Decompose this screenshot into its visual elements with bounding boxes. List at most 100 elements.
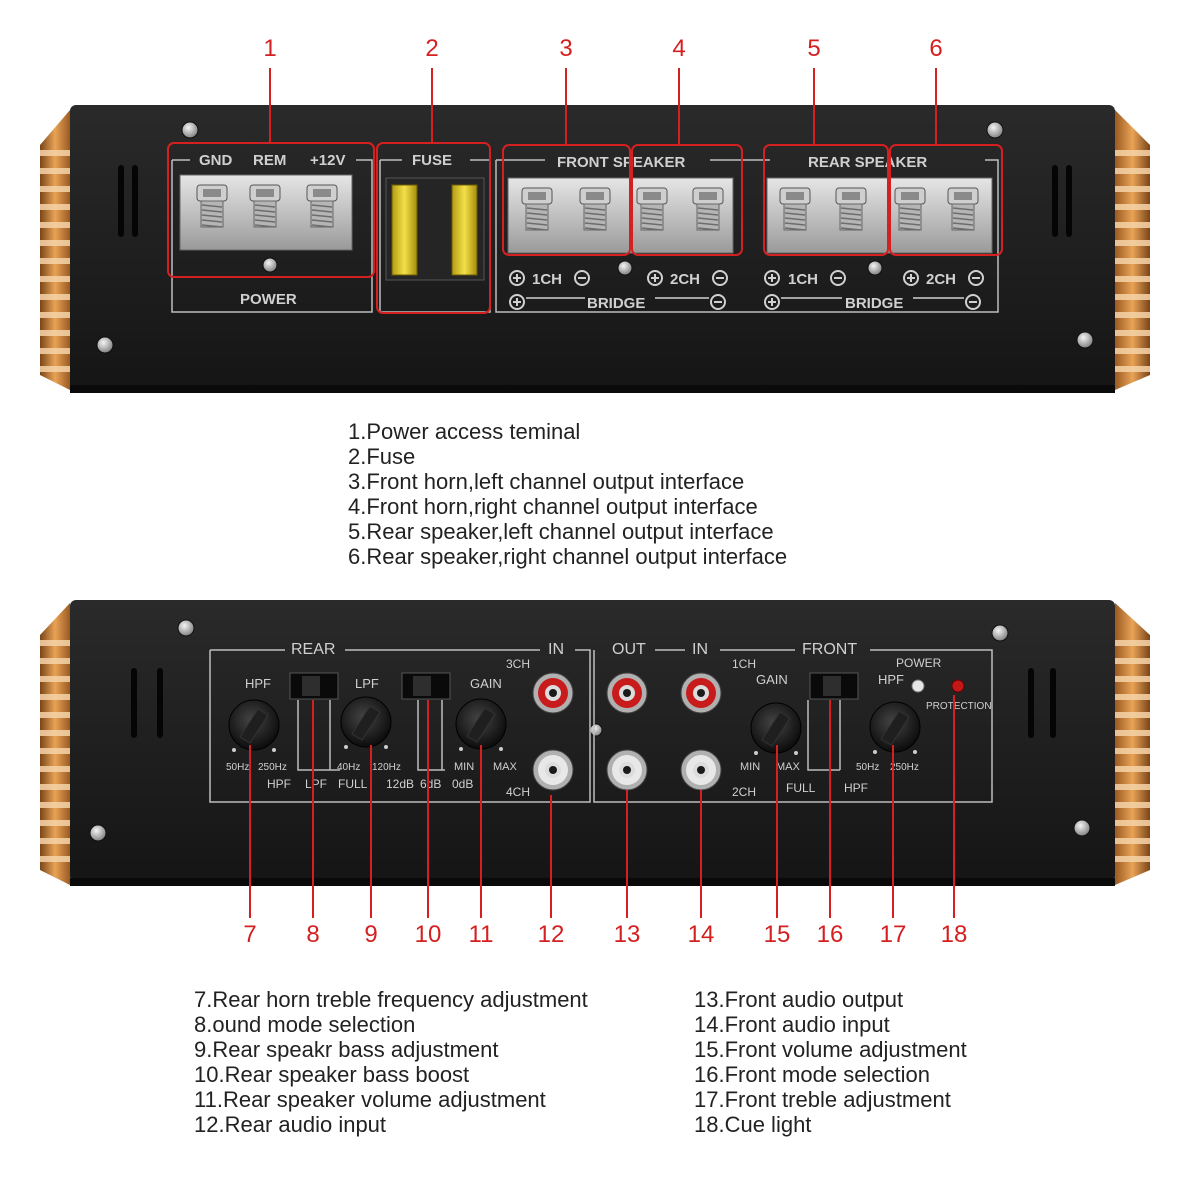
heatsink-right-bottom — [1115, 603, 1150, 885]
top-labels: GND REM +12V POWER FUSE FRONT SPEAKER RE… — [199, 152, 956, 312]
rear-bridge-label: BRIDGE — [845, 295, 903, 312]
legend-item-14: 14.Front audio input — [694, 1012, 890, 1037]
speaker-terminal-screws — [521, 187, 979, 231]
power-label: POWER — [240, 291, 297, 308]
vent-left-bottom — [131, 668, 163, 738]
rear-gain-top-label: GAIN — [470, 676, 502, 691]
legend-bottom-left: 7.Rear horn treble frequency adjustment … — [194, 987, 588, 1137]
callout-13: 13 — [614, 921, 641, 948]
rear-in-4ch-jack[interactable] — [532, 749, 574, 791]
bottom-amplifier: REAR IN OUT IN FRONT 3CH 4CH 1CH 2CH POW… — [40, 600, 1150, 948]
rear-hpf-hi-label: 250Hz — [258, 762, 287, 773]
callout-7: 7 — [243, 921, 256, 948]
fuse-left — [391, 184, 418, 276]
ch4-label: 4CH — [506, 785, 530, 799]
legend-item-11: 11.Rear speaker volume adjustment — [194, 1087, 546, 1112]
legend-item-18: 18.Cue light — [694, 1112, 812, 1137]
heatsink-fins-right — [1115, 150, 1150, 372]
power-led-label: POWER — [896, 656, 942, 670]
front-1ch-label: 1CH — [532, 271, 562, 288]
legend-item-7: 7.Rear horn treble frequency adjustment — [194, 987, 588, 1012]
out-label: OUT — [612, 641, 646, 658]
lpf-lo-label: 40Hz — [337, 762, 360, 773]
callout-numbers-top: 1 2 3 4 5 6 — [263, 35, 942, 62]
lpf-hi-label: 120Hz — [372, 762, 401, 773]
rear-in-label: IN — [548, 641, 564, 658]
front-full-label: FULL — [786, 781, 816, 795]
boost-12db-label: 12dB — [386, 777, 414, 791]
callout-11: 11 — [469, 921, 494, 948]
callout-9: 9 — [364, 921, 377, 948]
front-hpf-top-label: HPF — [878, 672, 904, 687]
legend-item-16: 16.Front mode selection — [694, 1062, 931, 1087]
front-hpf-knob[interactable] — [869, 701, 921, 754]
ch3-label: 3CH — [506, 657, 530, 671]
callout-16: 16 — [817, 921, 844, 948]
callout-14: 14 — [688, 921, 715, 948]
lpf-top-label: LPF — [355, 676, 379, 691]
heatsink-right — [1115, 110, 1150, 390]
bottom-labels: REAR IN OUT IN FRONT 3CH 4CH 1CH 2CH POW… — [226, 641, 992, 799]
silkscreen-frames-top — [171, 159, 999, 313]
rem-label: REM — [253, 152, 286, 169]
rear-gain-min-label: MIN — [454, 761, 474, 773]
front-2ch-label: 2CH — [670, 271, 700, 288]
front-gain-max-label: MAX — [776, 761, 801, 773]
rear-hpf-bottom-label: HPF — [267, 777, 291, 791]
power-terminal-screws — [196, 184, 338, 228]
callout-4: 4 — [672, 35, 685, 62]
front-in-label: IN — [692, 641, 708, 658]
front-out-1ch-jack[interactable] — [606, 672, 648, 714]
callout-5: 5 — [807, 35, 820, 62]
switch-lpf-hpf[interactable] — [289, 672, 339, 700]
bottom-panel-edge — [70, 878, 1115, 886]
callout-lines-top — [269, 68, 937, 145]
boost-0db-label: 0dB — [452, 777, 473, 791]
callout-10: 10 — [415, 921, 442, 948]
legend-item-4: 4.Front horn,right channel output interf… — [348, 494, 758, 519]
callout-1: 1 — [263, 35, 276, 62]
rear-2ch-label: 2CH — [926, 271, 956, 288]
ch1-label: 1CH — [732, 657, 756, 671]
lpf-full-label: FULL — [338, 777, 368, 791]
front-hpf-hi-label: 250Hz — [890, 762, 919, 773]
rear-in-3ch-jack[interactable] — [532, 672, 574, 714]
vent-left — [118, 165, 138, 237]
legend-item-1: 1.Power access teminal — [348, 419, 581, 444]
rear-lpf-knob[interactable] — [340, 696, 392, 749]
rear-hpf-knob[interactable] — [228, 699, 280, 752]
rca-jacks — [532, 672, 722, 791]
bottom-panel-face — [70, 600, 1115, 882]
callout-numbers-bottom: 7 8 9 10 11 12 13 14 15 16 17 18 — [243, 921, 967, 948]
front-in-1ch-jack[interactable] — [680, 672, 722, 714]
vent-right — [1052, 165, 1072, 237]
heatsink-fins-left-bottom — [40, 640, 70, 862]
callout-15: 15 — [764, 921, 791, 948]
fuse-right — [451, 184, 478, 276]
switch-front-mode[interactable] — [809, 672, 859, 700]
v12-label: +12V — [310, 152, 345, 169]
corner-screws-bottom — [89, 619, 1091, 842]
callout-8: 8 — [306, 921, 319, 948]
legend-item-12: 12.Rear audio input — [194, 1112, 387, 1137]
rear-gain-max-label: MAX — [493, 761, 518, 773]
callout-17: 17 — [880, 921, 907, 948]
ch2-label: 2CH — [732, 785, 756, 799]
rear-hpf-lo-label: 50Hz — [226, 762, 249, 773]
callout-18: 18 — [941, 921, 968, 948]
protection-led — [951, 679, 965, 693]
legend-bottom-right: 13.Front audio output 14.Front audio inp… — [694, 987, 967, 1137]
rear-gain-knob[interactable] — [455, 698, 507, 751]
fuse-label: FUSE — [412, 152, 452, 169]
heatsink-left — [40, 110, 70, 390]
switch-bass-boost[interactable] — [401, 672, 451, 700]
callout-box-2 — [376, 142, 491, 314]
legend-item-13: 13.Front audio output — [694, 987, 904, 1012]
front-in-2ch-jack[interactable] — [680, 749, 722, 791]
front-out-2ch-jack[interactable] — [606, 749, 648, 791]
rear-1ch-label: 1CH — [788, 271, 818, 288]
vent-right-bottom — [1028, 668, 1056, 738]
legend-item-15: 15.Front volume adjustment — [694, 1037, 967, 1062]
top-amplifier: GND REM +12V POWER FUSE FRONT SPEAKER RE… — [40, 35, 1150, 393]
legend-item-3: 3.Front horn,left channel output interfa… — [348, 469, 745, 494]
